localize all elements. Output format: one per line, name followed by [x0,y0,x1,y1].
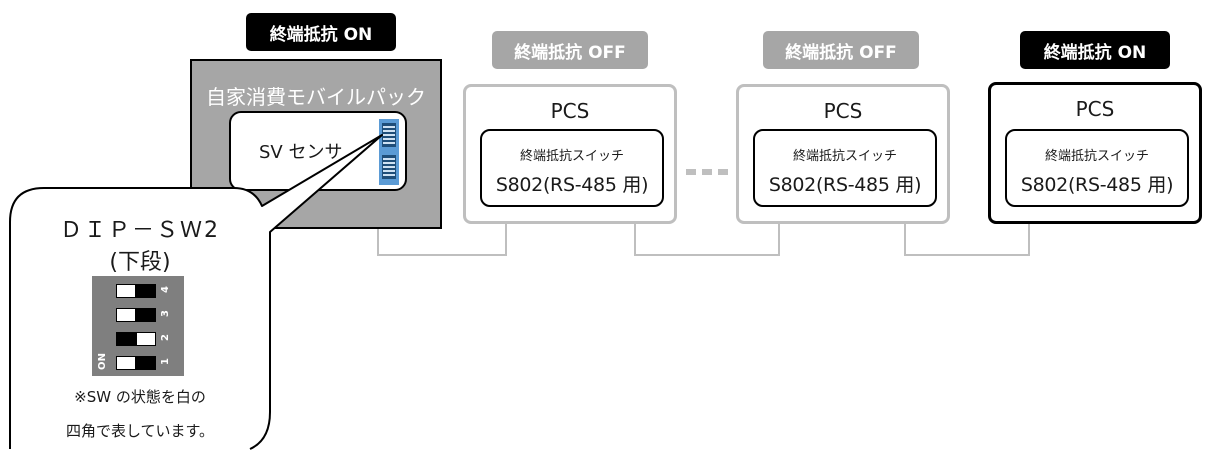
ellipsis-dot [718,169,728,175]
callout-note-line-1: ※SW の状態を白の [74,388,206,406]
connector-wire [634,224,636,256]
callout-note-line-2: 四角で表しています。 [65,422,215,440]
dip-switch-block [379,119,399,185]
termination-switch-label: 終端抵抗スイッチ [1044,149,1149,164]
sv-sensor-box: SV センサ [229,111,407,191]
connector-wire [377,254,507,256]
termination-switch-name: S802(RS-485 用) [495,174,649,196]
pcs-unit-2: PCS 終端抵抗スイッチ S802(RS-485 用) [736,84,950,224]
dip-sw2-title: ＤＩＰ－ＳＷ2 [60,218,220,243]
pcs-title: PCS [550,99,590,123]
ellipsis-dot [686,169,696,175]
mobile-pack-box: 自家消費モバイルパック SV センサ [190,59,442,229]
termination-switch-label: 終端抵抗スイッチ [519,149,624,164]
pcs-title: PCS [823,99,863,123]
dip-position-num-2: 2 [159,334,171,341]
termination-switch: 終端抵抗スイッチ S802(RS-485 用) [753,129,937,207]
connector-wire [377,228,379,256]
connector-wire [505,224,507,256]
connector-wire [1028,224,1030,256]
dip-switch-lower-icon [382,155,396,179]
ellipsis-dot [702,169,712,175]
dip-sw2-subtitle: (下段) [109,250,171,275]
termination-on-badge-2: 終端抵抗 ON [1020,31,1170,69]
termination-switch-name: S802(RS-485 用) [1020,174,1174,196]
termination-off-badge-1: 終端抵抗 OFF [492,31,648,69]
dip-position-num-4: 4 [159,286,171,293]
termination-switch-name: S802(RS-485 用) [768,174,922,196]
termination-off-badge-2: 終端抵抗 OFF [763,31,919,69]
sv-sensor-label: SV センサ [259,142,343,163]
mobile-pack-title: 自家消費モバイルパック [206,85,426,109]
termination-switch-label: 終端抵抗スイッチ [792,149,897,164]
termination-switch: 終端抵抗スイッチ S802(RS-485 用) [1005,129,1189,207]
pcs-title: PCS [1075,97,1115,121]
termination-on-badge-1: 終端抵抗 ON [246,13,396,51]
connector-wire [904,254,1030,256]
pcs-unit-1: PCS 終端抵抗スイッチ S802(RS-485 用) [463,84,677,224]
termination-switch: 終端抵抗スイッチ S802(RS-485 用) [480,129,664,207]
dip-position-num-1: 1 [159,358,171,365]
connector-wire [904,224,906,256]
pcs-unit-3: PCS 終端抵抗スイッチ S802(RS-485 用) [988,82,1202,224]
dip-switch-detail: 4 3 2 1 ON [92,276,184,376]
connector-wire [634,254,780,256]
connector-wire [778,224,780,256]
dip-position-num-3: 3 [159,310,171,317]
dip-on-label: ON [96,353,108,370]
